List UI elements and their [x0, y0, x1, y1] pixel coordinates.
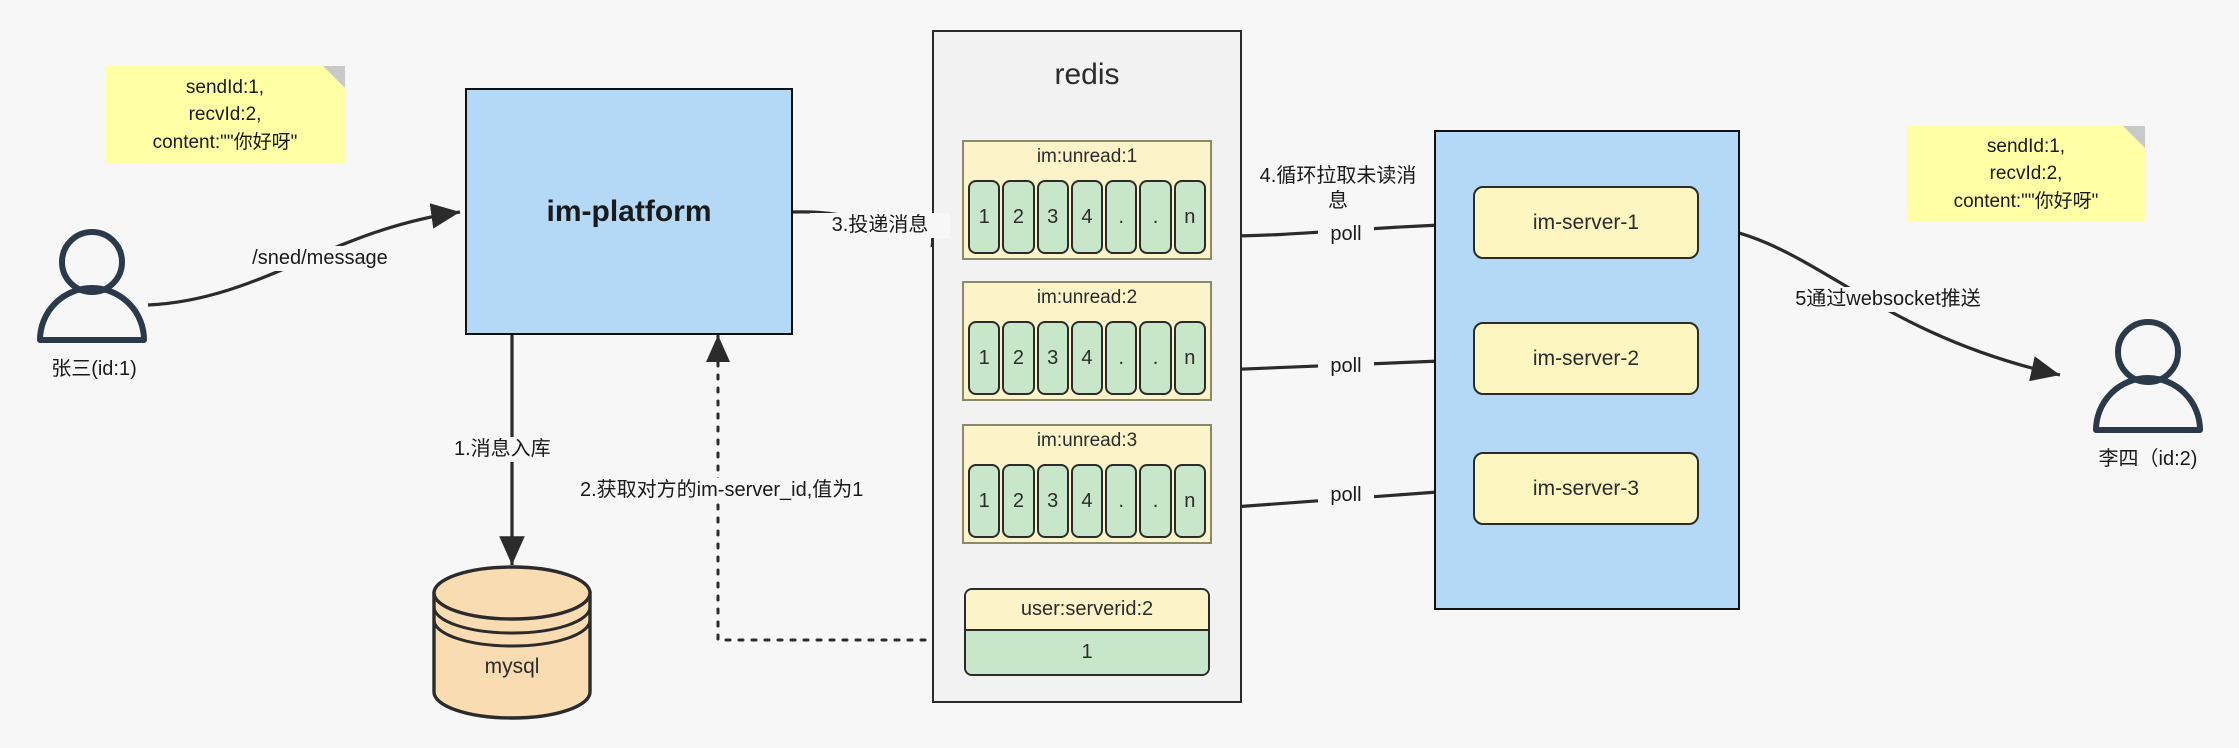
- mysql-label: mysql: [484, 655, 540, 678]
- queue-cell: .: [1105, 464, 1138, 538]
- redis-kv-value: 1: [966, 631, 1208, 674]
- note-receiver-payload: sendId:1, recvId:2, content:""你好呀": [1907, 126, 2145, 222]
- actor-label-sender: 张三(id:1): [51, 358, 137, 380]
- redis-kv-key: user:serverid:2: [966, 590, 1208, 631]
- queue-cell: n: [1173, 321, 1206, 395]
- queue-cell: 1: [968, 180, 1001, 254]
- queue-cell: 3: [1036, 180, 1069, 254]
- redis-queue-key-1: im:unread:1: [1036, 146, 1138, 167]
- redis-queue-cells-1: 1 2 3 4 . . n: [968, 180, 1206, 254]
- queue-cell: 3: [1036, 464, 1069, 538]
- redis-queue-key-3: im:unread:3: [1036, 430, 1138, 451]
- person-icon: [37, 229, 147, 343]
- redis-queue-group-2: im:unread:2 1 2 3 4 . . n: [962, 281, 1212, 401]
- database-cylinder-icon: [432, 565, 592, 720]
- redis-title: redis: [1054, 58, 1120, 91]
- edge-label-step4: 4.循环拉取未读消 息: [1248, 164, 1428, 214]
- queue-cell: 1: [968, 321, 1001, 395]
- edge-label-step5: 5通过websocket推送: [1780, 287, 1996, 312]
- queue-cell: .: [1139, 321, 1172, 395]
- im-server-2-label: im-server-2: [1532, 346, 1640, 370]
- im-platform-node[interactable]: im-platform: [465, 88, 793, 335]
- queue-cell: 2: [1002, 321, 1035, 395]
- queue-cell: n: [1173, 180, 1206, 254]
- redis-queue-group-1: im:unread:1 1 2 3 4 . . n: [962, 140, 1212, 260]
- im-server-2-node[interactable]: im-server-2: [1473, 322, 1699, 395]
- queue-cell: 2: [1002, 180, 1035, 254]
- queue-cell: 4: [1070, 464, 1104, 538]
- redis-queue-cells-2: 1 2 3 4 . . n: [968, 321, 1206, 395]
- actor-label-receiver: 李四（id:2): [2098, 448, 2198, 470]
- im-server-1-label: im-server-1: [1532, 210, 1640, 234]
- redis-queue-group-3: im:unread:3 1 2 3 4 . . n: [962, 424, 1212, 544]
- edge-redis-to-platform-dotted: [706, 333, 966, 642]
- im-server-3-node[interactable]: im-server-3: [1473, 452, 1699, 525]
- queue-cell: .: [1139, 180, 1172, 254]
- queue-cell: n: [1173, 464, 1206, 538]
- im-platform-label: im-platform: [546, 194, 712, 228]
- queue-cell: 1: [968, 464, 1001, 538]
- note-receiver-text: sendId:1, recvId:2, content:""你好呀": [1953, 135, 2099, 212]
- queue-cell: 3: [1036, 321, 1069, 395]
- queue-cell: .: [1105, 180, 1138, 254]
- note-fold-icon: [323, 66, 345, 88]
- edge-label-poll-1: poll: [1318, 222, 1374, 247]
- edge-label-step2: 2.获取对方的im-server_id,值为1: [578, 478, 882, 503]
- edge-label-step3: 3.投递消息: [810, 213, 950, 238]
- edge-label-poll-2: poll: [1318, 354, 1374, 379]
- note-sender-text: sendId:1, recvId:2, content:""你好呀": [152, 76, 298, 153]
- redis-queue-key-2: im:unread:2: [1036, 287, 1138, 308]
- person-icon: [2093, 319, 2203, 433]
- im-server-1-node[interactable]: im-server-1: [1473, 186, 1699, 259]
- edge-label-poll-3: poll: [1318, 483, 1374, 508]
- im-server-3-label: im-server-3: [1532, 476, 1640, 500]
- note-fold-icon: [2123, 126, 2145, 148]
- redis-queue-cells-3: 1 2 3 4 . . n: [968, 464, 1206, 538]
- redis-kv-serverid: user:serverid:2 1: [964, 588, 1210, 676]
- queue-cell: 2: [1002, 464, 1035, 538]
- queue-cell: 4: [1070, 180, 1104, 254]
- edge-label-step1: 1.消息入库: [452, 437, 586, 462]
- queue-cell: .: [1139, 464, 1172, 538]
- queue-cell: 4: [1070, 321, 1104, 395]
- note-sender-payload: sendId:1, recvId:2, content:""你好呀": [105, 66, 345, 164]
- edge-label-send-message: /sned/message: [228, 246, 412, 271]
- queue-cell: .: [1105, 321, 1138, 395]
